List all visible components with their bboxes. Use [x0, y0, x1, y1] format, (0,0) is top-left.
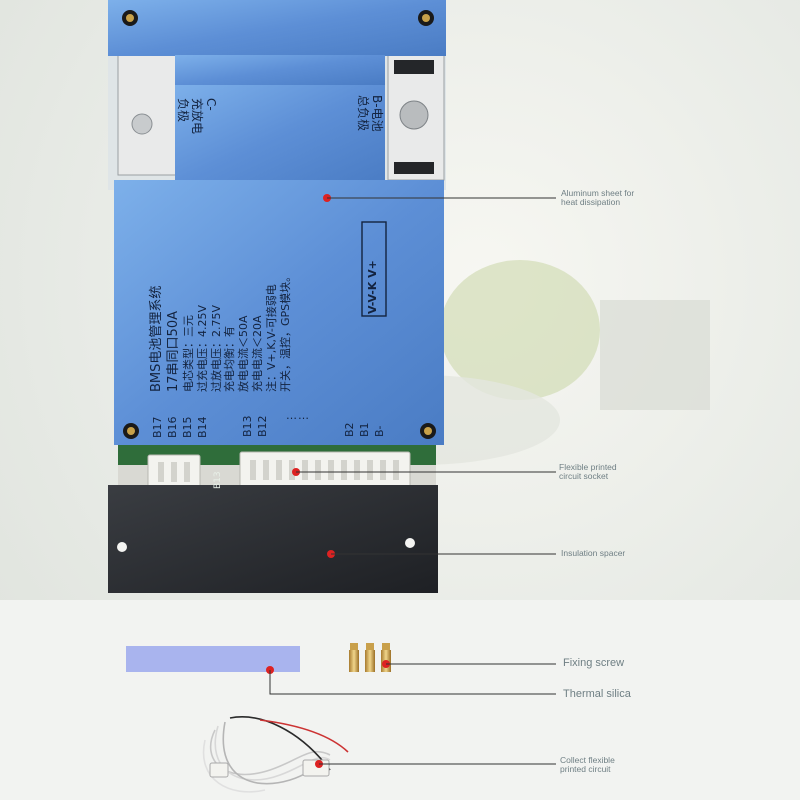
- b-label: B1: [358, 422, 371, 437]
- spec-line: 充电电流＜20A: [250, 315, 264, 392]
- spacer-hole: [405, 538, 415, 548]
- c-minus-label-line: C-: [204, 98, 218, 111]
- callout-line: Aluminum sheet for: [561, 188, 635, 198]
- callout-line: Flexible printed: [559, 462, 617, 472]
- vk-label-box: [361, 221, 387, 317]
- collect-plug: [209, 762, 229, 778]
- spec-line: 过放电压：2.75V: [209, 304, 223, 392]
- c-minus-label-line: 充放电: [190, 98, 204, 135]
- background-blur-plant: [440, 260, 600, 400]
- callout-fixing-screw: Fixing screw: [563, 657, 625, 669]
- c-minus-label: C- 充放电 负极: [176, 98, 218, 158]
- b-label: B16: [166, 416, 179, 438]
- callout-line: circuit socket: [559, 470, 609, 481]
- callout-spacer: Insulation spacer: [561, 548, 626, 558]
- b-label: B12: [256, 415, 269, 437]
- callout-line: Collect flexible: [560, 755, 615, 765]
- b-label: B13: [241, 415, 254, 437]
- callout-thermal-silica: Thermal silica: [563, 688, 631, 700]
- aluminum-sheet-top: [108, 0, 446, 56]
- pcb-chip: [394, 162, 434, 174]
- thermal-silica-pad: [126, 646, 300, 672]
- b-top-labels: B17 B16 B15 B14: [150, 378, 210, 438]
- spacer-hole: [117, 542, 127, 552]
- spec-line: 充电均衡：有: [223, 326, 237, 392]
- aluminum-sheet-label-area: [175, 85, 385, 185]
- callout-collect-circuit: Collect flexible printed circuit: [560, 756, 615, 774]
- c-minus-label-line: 负极: [176, 98, 190, 123]
- vk-label: V-V-K V+: [366, 260, 379, 314]
- callout-aluminum-sheet: Aluminum sheet for heat dissipation: [561, 189, 634, 207]
- background-floor: [0, 600, 800, 800]
- c-minus-terminal-hole: [131, 113, 153, 135]
- spec-title: BMS电池管理系统: [149, 285, 164, 392]
- mount-hole-ring: [424, 427, 432, 435]
- c-minus-terminal-pad: [117, 54, 179, 176]
- callout-leaders: [266, 194, 556, 768]
- spec-subtitle: 17串同口50A: [166, 311, 181, 392]
- mount-hole-ring: [422, 14, 430, 22]
- b-label-dots: ……: [286, 409, 310, 422]
- b-minus-label-line: 总负极: [356, 95, 370, 132]
- callout-line: heat dissipation: [561, 196, 621, 207]
- aluminum-sheet: [114, 180, 444, 445]
- spec-note: 注：V+,K,V-可接弱电: [264, 284, 278, 392]
- spec-line: 电芯类型：三元: [182, 315, 195, 392]
- b-label: B15: [181, 416, 194, 438]
- b-label: B2: [343, 422, 356, 437]
- spec-note: 开关，温控，GPS模块。: [278, 270, 292, 392]
- insulation-spacer: [108, 485, 438, 593]
- b-minus-terminal-hole: [399, 100, 429, 130]
- b-label: B-: [373, 425, 386, 437]
- pcb-chip: [394, 60, 434, 74]
- callout-socket: Flexible printed circuit socket: [559, 463, 617, 481]
- b-minus-label-line: B-电池: [370, 95, 384, 132]
- mount-hole-ring: [127, 427, 135, 435]
- spec-line: 放电电流＜50A: [237, 315, 251, 392]
- b-label: B17: [151, 416, 164, 438]
- b13-small-label: B13: [213, 471, 223, 489]
- aluminum-sheet-neck: [175, 55, 385, 85]
- callout-line: printed circuit: [560, 763, 611, 774]
- spec-line: 过充电压：4.25V: [195, 304, 209, 392]
- socket-pins: [158, 460, 399, 482]
- background-blur-frame: [600, 300, 710, 410]
- mount-hole-ring: [126, 14, 134, 22]
- b-label: B14: [196, 416, 209, 438]
- b-minus-label: B-电池 总负极: [356, 95, 384, 165]
